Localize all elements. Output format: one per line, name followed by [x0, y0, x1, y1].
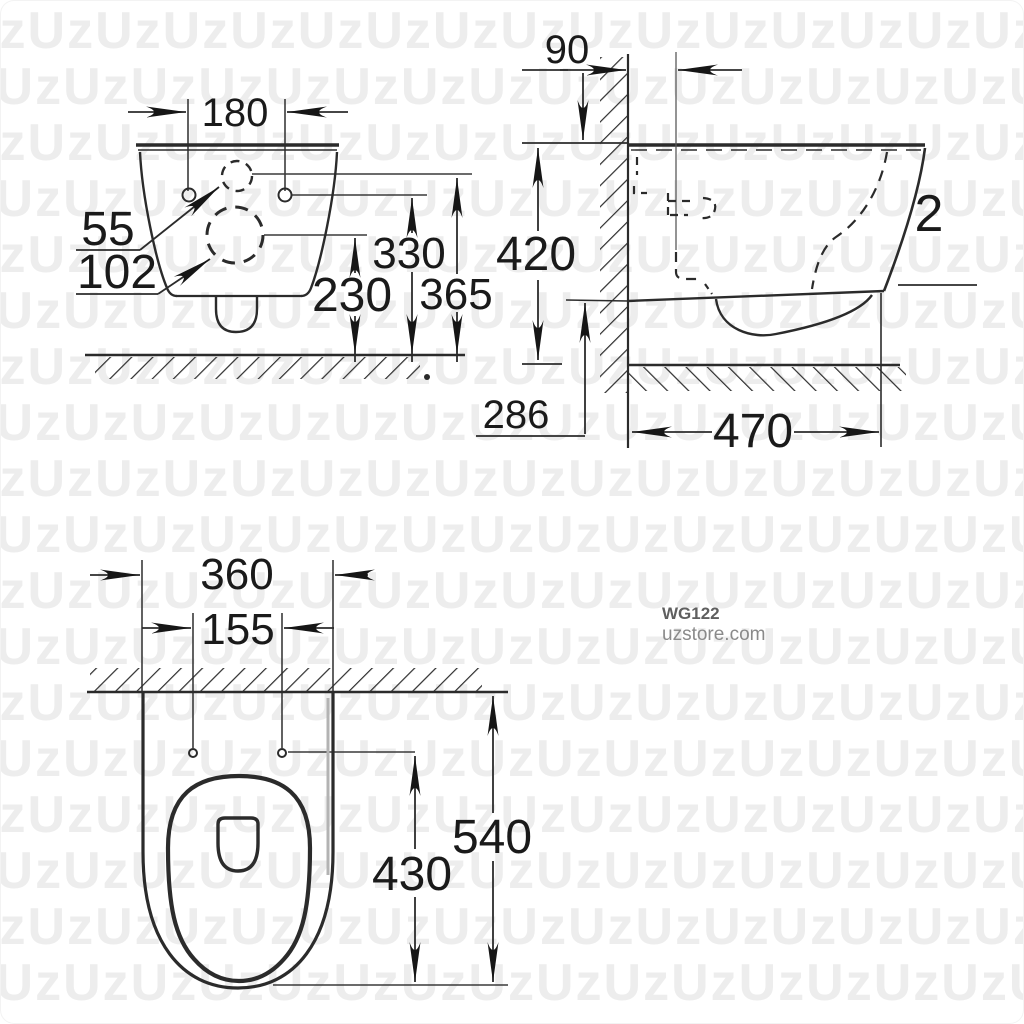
wall-hatch-plan [87, 668, 508, 694]
hatch-end-dot [424, 374, 430, 380]
outlet-circle [205, 205, 265, 265]
mounting-hole-plan-right [277, 748, 287, 758]
dim-90-label: 90 [545, 28, 590, 72]
dim-155-label: 155 [201, 605, 274, 654]
dim-365-label: 365 [419, 270, 492, 319]
side-view: 90 420 [476, 28, 977, 458]
mounting-hole-plan-left [188, 748, 198, 758]
mounting-hole-left [181, 187, 197, 203]
dim-286-label: 286 [483, 393, 550, 437]
dim-102-label: 102 [77, 246, 157, 299]
toilet-side-outline [565, 143, 927, 337]
dim-2-cut-label: 2 [915, 185, 944, 243]
plan-view: 360 155 430 [87, 550, 532, 990]
dim-430-label: 430 [372, 848, 452, 901]
hidden-contour-dashed [632, 52, 889, 295]
ground-hatch-front [85, 353, 465, 380]
mounting-hole-right [277, 187, 293, 203]
bowl-curve [714, 294, 873, 337]
dim-55-label: 55 [81, 203, 134, 256]
store-code: WG122 [662, 604, 720, 623]
dim-height-420 [522, 142, 628, 365]
dim-470-label: 470 [713, 405, 793, 458]
drain-outline [216, 816, 260, 873]
dim-360-label: 360 [200, 550, 273, 599]
front-view: 180 365 330 230 55 [76, 91, 493, 380]
dim-230-label: 230 [312, 269, 392, 322]
spigot-outline [214, 296, 259, 334]
toilet-front-outline [136, 143, 339, 334]
toilet-plan-outline [141, 692, 335, 990]
store-site: uzstore.com [662, 623, 766, 645]
wall-hatch [600, 54, 630, 448]
floor-hatch-side [628, 293, 906, 447]
dim-420-label: 420 [496, 228, 576, 281]
dim-180-label: 180 [202, 91, 269, 135]
dim-wall-offset-90 [522, 64, 742, 140]
dim-height-286 [476, 303, 591, 437]
watermark-row: UzUzUzUzUzUzUzUzUzUzUzUzUzUzUzUzUzUz [0, 2, 1024, 60]
bowl-rim [165, 773, 313, 984]
dim-330-label: 330 [372, 229, 445, 278]
store-watermark: WG122 uzstore.com [662, 604, 765, 645]
dim-540-label: 540 [452, 811, 532, 864]
flush-inlet-circle [220, 159, 254, 193]
